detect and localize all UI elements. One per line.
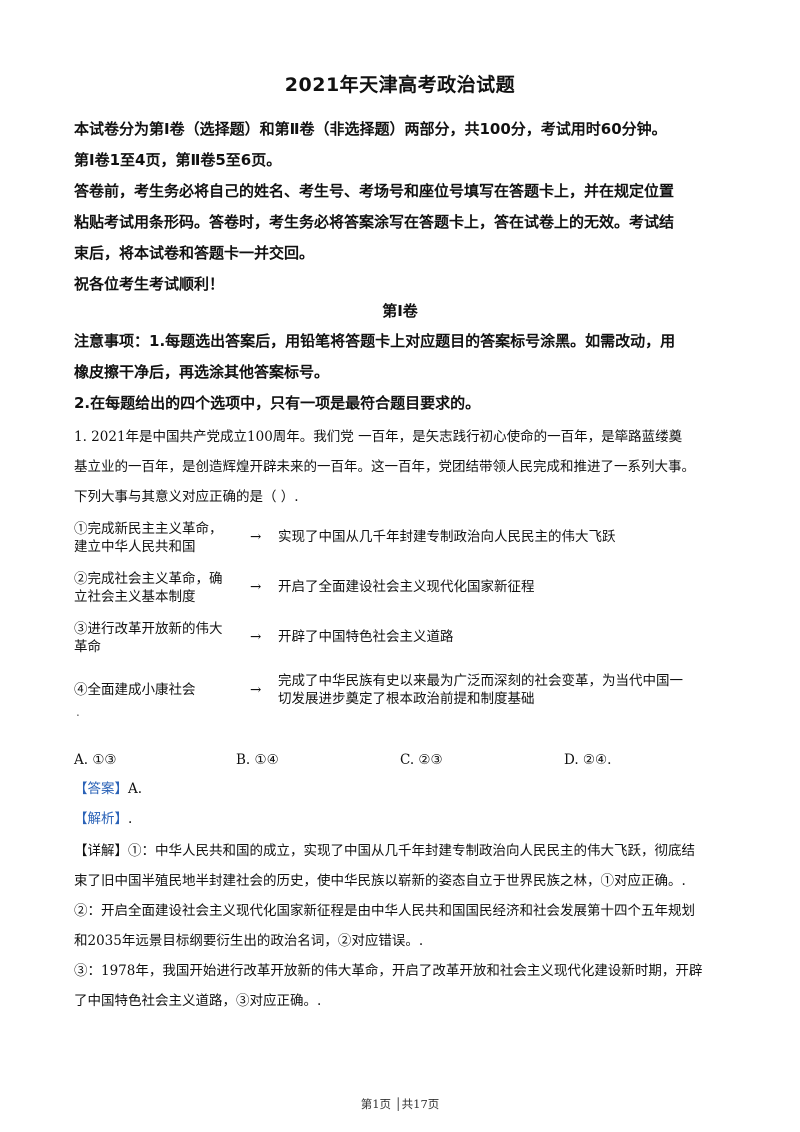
- intro-line: 第Ⅰ卷1至4页，第Ⅱ卷5至6页。: [74, 151, 282, 169]
- meaning-line: 切发展进步奠定了根本政治前提和制度基础: [278, 691, 535, 707]
- intro-line: 答卷前，考生务必将自己的姓名、考生号、考场号和座位号填写在答题卡上，并在规定位置: [74, 182, 675, 200]
- analysis-line: ②：开启全面建设社会主义现代化国家新征程是由中华人民共和国国民经济和社会发展第十…: [74, 903, 695, 919]
- arrow-icon: →: [250, 529, 262, 545]
- event-line: ②完成社会主义革命，确: [74, 571, 223, 587]
- meaning-text: 开启了全面建设社会主义现代化国家新征程: [278, 579, 535, 595]
- page-footer: 第1页 │共17页: [360, 1097, 440, 1111]
- event-line: ③进行改革开放新的伟大: [74, 621, 223, 637]
- match-row: ③进行改革开放新的伟大 革命 → 开辟了中国特色社会主义道路: [74, 620, 726, 664]
- answer-tag: 【答案】: [74, 781, 128, 797]
- event-line: 立社会主义基本制度: [74, 589, 196, 605]
- intro-paragraph: 本试卷分为第Ⅰ卷（选择题）和第Ⅱ卷（非选择题）两部分，共100分，考试用时60分…: [74, 114, 726, 300]
- event-text: ③进行改革开放新的伟大 革命: [74, 620, 239, 656]
- intro-line: 束后，将本试卷和答题卡一并交回。: [74, 244, 315, 262]
- trailing-dot: .: [76, 705, 80, 719]
- match-row: ①完成新民主主义革命， 建立中华人民共和国 → 实现了中国从几千年封建专制政治向…: [74, 520, 726, 564]
- intro-line: 祝各位考生考试顺利！: [74, 275, 225, 293]
- meaning-text: 实现了中国从几千年封建专制政治向人民民主的伟大飞跃: [278, 529, 616, 545]
- match-row: ②完成社会主义革命，确 立社会主义基本制度 → 开启了全面建设社会主义现代化国家…: [74, 570, 726, 614]
- event-line: 建立中华人民共和国: [74, 539, 196, 555]
- arrow-icon: →: [250, 682, 262, 698]
- event-line: ①完成新民主主义革命，: [74, 521, 223, 537]
- answer-value: A.: [128, 781, 143, 797]
- arrow-icon: →: [250, 629, 262, 645]
- analysis-body: 【详解】①：中华人民共和国的成立，实现了中国从几千年封建专制政治向人民民主的伟大…: [74, 836, 726, 1016]
- match-row: ④全面建成小康社会 → 完成了中华民族有史以来最为广泛而深刻的社会变革，为当代中…: [74, 672, 726, 716]
- meaning-line: 完成了中华民族有史以来最为广泛而深刻的社会变革，为当代中国一: [278, 673, 683, 689]
- event-line: 革命: [74, 639, 101, 655]
- notice-line: 橡皮擦干净后，再选涂其他答案标号。: [74, 363, 330, 381]
- intro-line: 粘贴考试用条形码。答卷时，考生务必将答案涂写在答题卡上，答在试卷上的无效。考试结: [74, 213, 675, 231]
- option-b[interactable]: B. ①④: [236, 752, 279, 768]
- stem-line: 下列大事与其意义对应正确的是（ ）.: [74, 489, 299, 505]
- analysis-heading: 【解析】.: [74, 808, 132, 830]
- analysis-line: 束了旧中国半殖民地半封建社会的历史，使中华民族以崭新的姿态自立于世界民族之林，①…: [74, 873, 686, 889]
- exam-title: 2021年天津高考政治试题: [284, 74, 516, 96]
- notice-line: 注意事项：1.每题选出答案后，用铅笔将答题卡上对应题目的答案标号涂黑。如需改动，…: [74, 332, 676, 350]
- event-text: ①完成新民主主义革命， 建立中华人民共和国: [74, 520, 239, 556]
- stem-line: 1. 2021年是中国共产党成立100周年。我们党 一百年，是矢志践行初心使命的…: [74, 429, 683, 445]
- meaning-text: 完成了中华民族有史以来最为广泛而深刻的社会变革，为当代中国一 切发展进步奠定了根…: [278, 672, 726, 708]
- option-a[interactable]: A. ①③: [74, 752, 117, 768]
- analysis-line: 和2035年远景目标纲要衍生出的政治名词，②对应错误。.: [74, 933, 424, 949]
- meaning-text: 开辟了中国特色社会主义道路: [278, 629, 454, 645]
- option-c[interactable]: C. ②③: [400, 752, 443, 768]
- answer-options: A. ①③ B. ①④ C. ②③ D. ②④.: [74, 752, 726, 774]
- section-title: 第Ⅰ卷: [382, 302, 418, 320]
- event-text: ④全面建成小康社会: [74, 682, 196, 698]
- analysis-tag: 【解析】: [74, 811, 128, 827]
- analysis-tag-suffix: .: [128, 811, 133, 827]
- answer-line: 【答案】A.: [74, 778, 142, 800]
- analysis-line: ①：中华人民共和国的成立，实现了中国从几千年封建专制政治向人民民主的伟大飞跃，彻…: [128, 843, 695, 859]
- detail-tag: 【详解】: [74, 843, 128, 859]
- notice-line: 2.在每题给出的四个选项中，只有一项是最符合题目要求的。: [74, 394, 481, 412]
- intro-line: 本试卷分为第Ⅰ卷（选择题）和第Ⅱ卷（非选择题）两部分，共100分，考试用时60分…: [74, 120, 667, 138]
- question-stem: 1. 2021年是中国共产党成立100周年。我们党 一百年，是矢志践行初心使命的…: [74, 422, 726, 512]
- option-d[interactable]: D. ②④.: [564, 752, 612, 768]
- analysis-line: 了中国特色社会主义道路，③对应正确。.: [74, 993, 322, 1009]
- event-text: ②完成社会主义革命，确 立社会主义基本制度: [74, 570, 239, 606]
- stem-line: 基立业的一百年，是创造辉煌开辟未来的一百年。这一百年，党团结带领人民完成和推进了…: [74, 459, 695, 475]
- arrow-icon: →: [250, 579, 262, 595]
- notice-paragraph: 注意事项：1.每题选出答案后，用铅笔将答题卡上对应题目的答案标号涂黑。如需改动，…: [74, 326, 726, 419]
- analysis-line: ③：1978年，我国开始进行改革开放新的伟大革命，开启了改革开放和社会主义现代化…: [74, 963, 703, 979]
